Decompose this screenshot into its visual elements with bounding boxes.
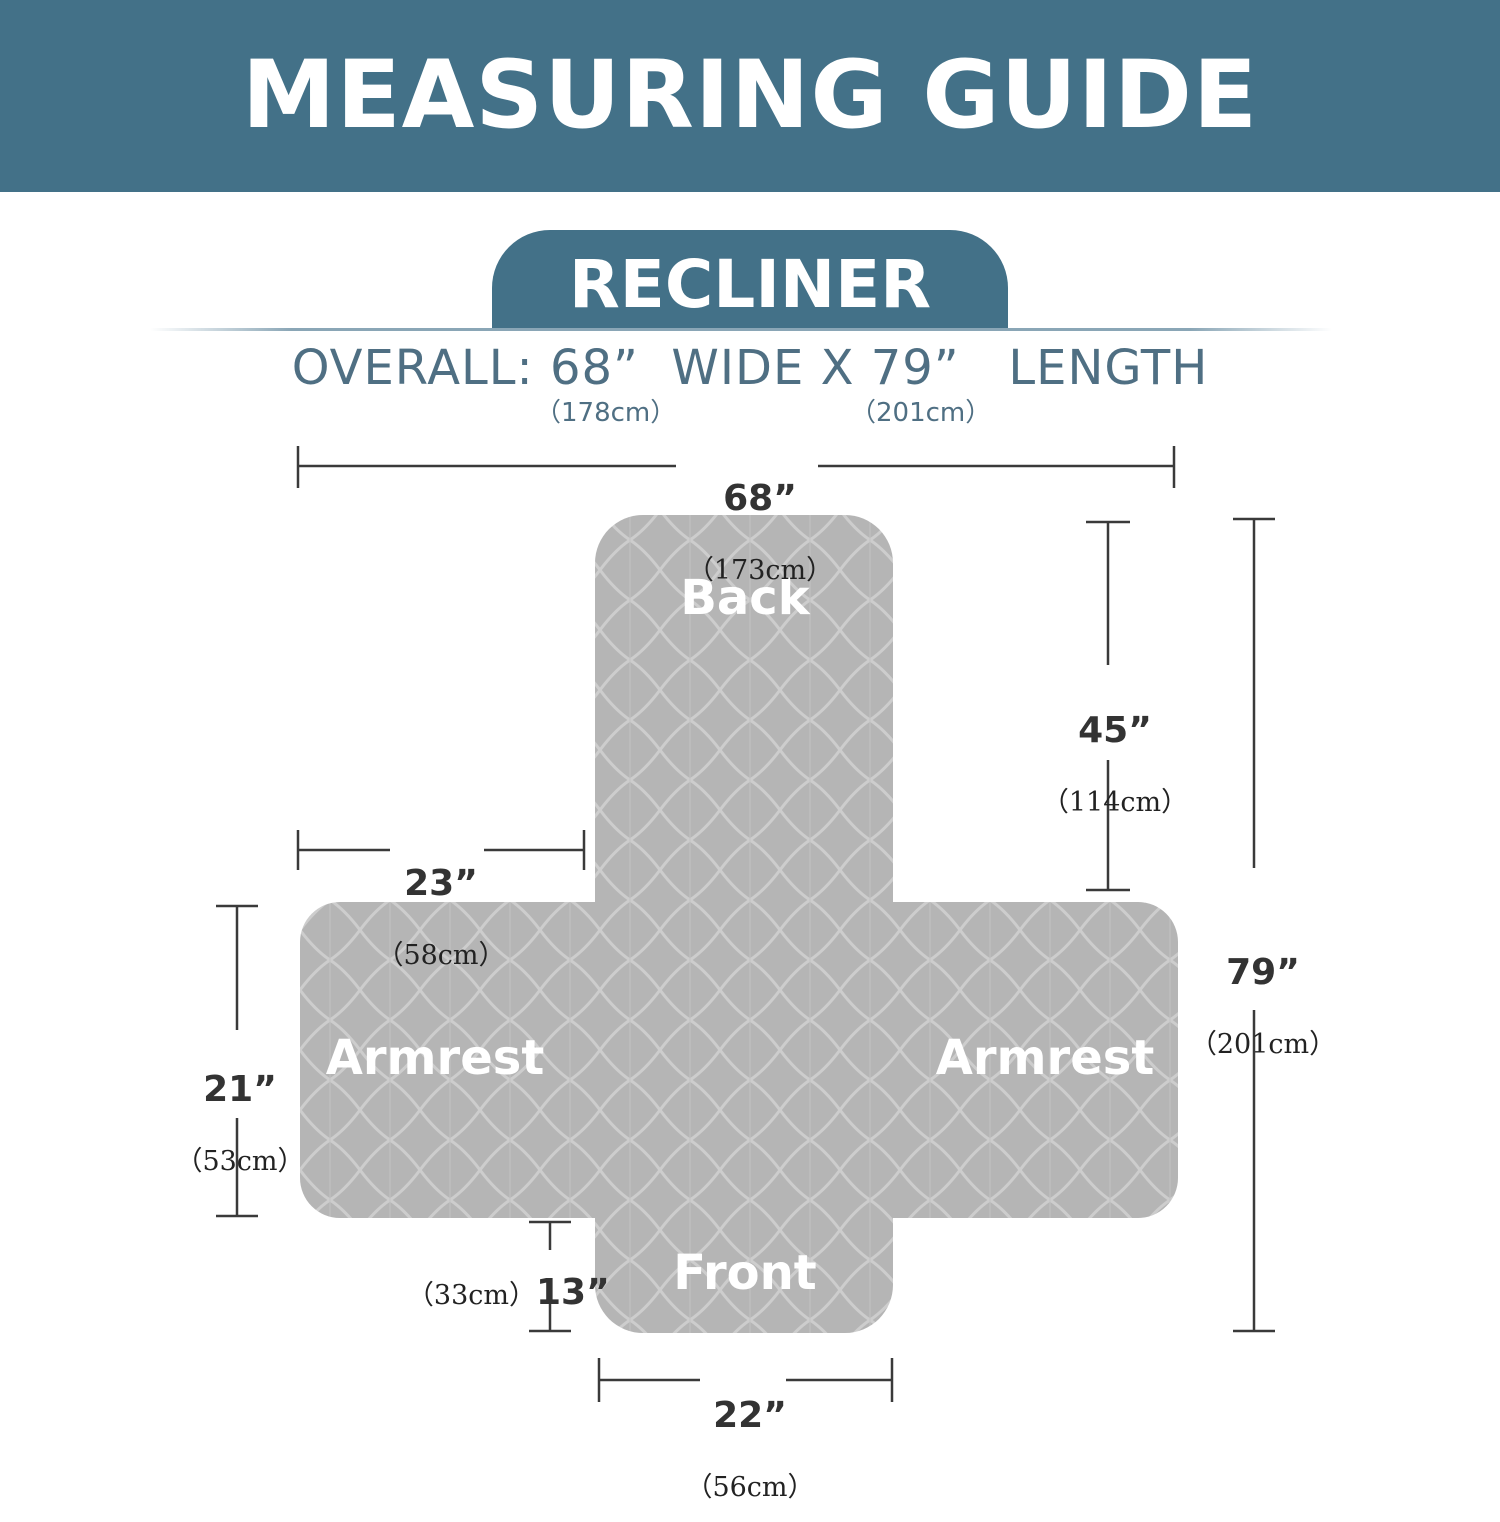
dim-back-length: 45” （114cm） xyxy=(1040,675,1190,837)
header-banner xyxy=(0,0,1500,192)
dim-total-length: 79” （201cm） xyxy=(1188,917,1338,1079)
section-tab xyxy=(492,230,1008,330)
section-tab-label: RECLINER xyxy=(568,246,932,323)
dim-back-length-cm: （114cm） xyxy=(1041,787,1189,818)
dim-armrest-width-inch: 23” xyxy=(404,863,478,904)
dim-armrest-width: 23” （58cm） xyxy=(366,828,516,990)
dim-back-length-inch: 45” xyxy=(1078,710,1152,751)
dim-front-length-cm: （33cm） xyxy=(406,1280,536,1311)
label-armrest-left: Armrest xyxy=(325,1030,545,1086)
overall-length-cm: （201cm） xyxy=(850,398,992,428)
page-title: MEASURING GUIDE xyxy=(241,41,1259,150)
cover-shape xyxy=(300,515,1178,1333)
cover-joint xyxy=(580,902,910,1218)
dimension-lines xyxy=(216,446,1275,1402)
dim-total-width-inch: 68” xyxy=(723,478,797,519)
dim-front-width: 22” （56cm） xyxy=(675,1360,825,1522)
dim-armrest-width-cm: （58cm） xyxy=(376,940,506,971)
label-front: Front xyxy=(673,1245,817,1301)
overall-dimensions: OVERALL: 68” WIDE X 79” LENGTH xyxy=(291,340,1209,396)
dim-front-length-inch: 13” xyxy=(535,1272,610,1313)
dim-total-length-inch: 79” xyxy=(1226,952,1300,993)
dim-armrest-length: 21” （53cm） xyxy=(170,1034,310,1196)
divider-rule xyxy=(150,328,1332,331)
dim-total-width: 68” （173cm） xyxy=(665,443,855,605)
label-back: Back xyxy=(680,570,810,626)
dim-total-length-cm: （201cm） xyxy=(1189,1029,1337,1060)
dim-armrest-length-cm: （53cm） xyxy=(175,1146,305,1177)
dim-front-width-cm: （56cm） xyxy=(685,1472,815,1503)
dim-front-width-inch: 22” xyxy=(713,1395,787,1436)
dim-armrest-length-inch: 21” xyxy=(203,1069,277,1110)
label-armrest-right: Armrest xyxy=(935,1030,1155,1086)
overall-width-cm: （178cm） xyxy=(535,398,677,428)
dim-total-width-cm: （173cm） xyxy=(686,555,834,586)
dim-front-length: （33cm）13” xyxy=(398,1254,610,1313)
